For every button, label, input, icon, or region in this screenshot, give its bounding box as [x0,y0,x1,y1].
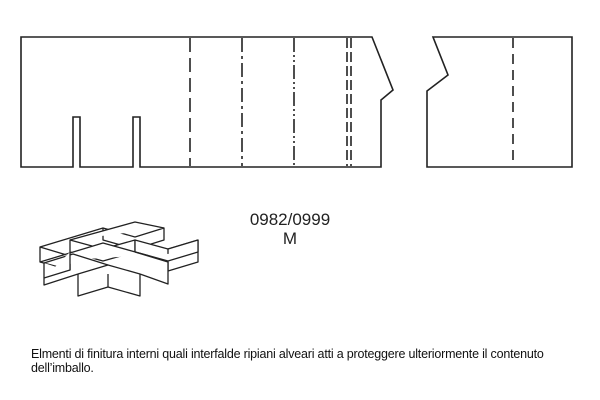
left-panel-outline [20,36,394,168]
product-code-block: 0982/0999 M [230,210,350,248]
right-panel-outline [426,36,573,168]
size-label: M [282,229,298,248]
product-code: 0982/0999 [249,210,331,229]
description-text: Elmenti di finitura interni quali interf… [31,347,544,375]
honeycomb-divider-icon [39,221,199,297]
